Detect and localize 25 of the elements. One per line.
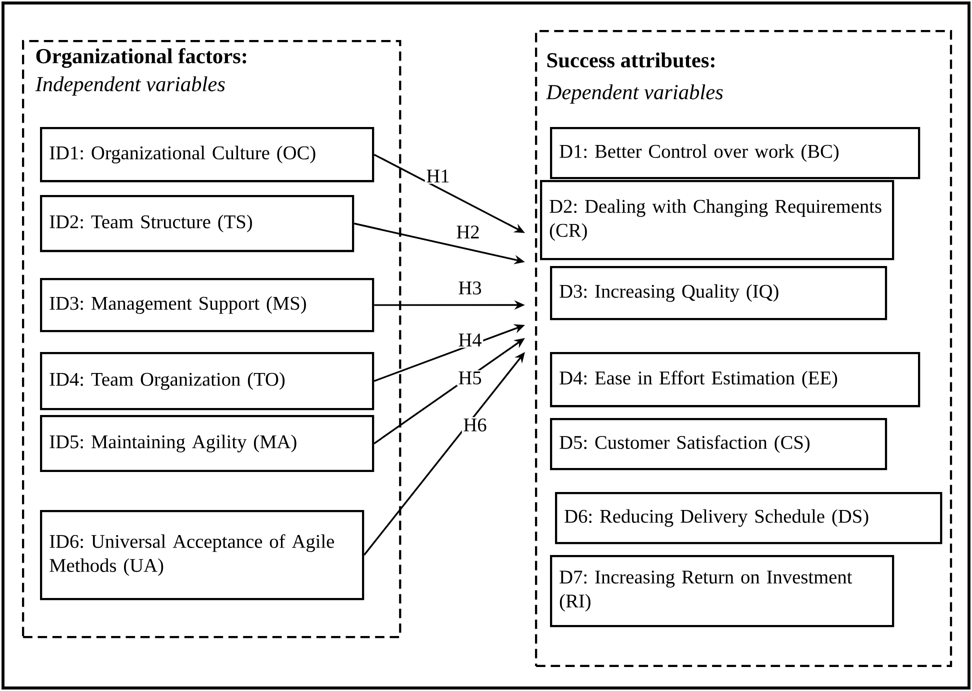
- variable-box: D5: Customer Satisfaction (CS): [550, 418, 888, 470]
- variable-box: ID1: Organizational Culture (OC): [40, 127, 374, 182]
- variable-box: ID4: Team Organization (TO): [40, 352, 374, 410]
- variable-box: D2: Dealing with Changing Requirements (CR): [540, 180, 894, 260]
- variable-box: D3: Increasing Quality (IQ): [550, 266, 888, 320]
- variable-box: ID6: Universal Acceptance of Agile Methods (UA): [40, 510, 364, 600]
- group-subheading: Independent variables: [35, 76, 225, 96]
- variable-box: D1: Better Control over work (BC): [550, 127, 920, 180]
- variable-box: D6: Reducing Delivery Schedule (DS): [555, 492, 942, 544]
- edge-label: H2: [454, 224, 482, 240]
- variable-box: D7: Increasing Return on Investment (RI): [550, 555, 894, 628]
- group-subheading: Dependent variables: [546, 84, 723, 104]
- variable-box: ID3: Management Support (MS): [40, 278, 374, 332]
- group-heading: Organizational factors:: [36, 48, 246, 68]
- edge-label: H6: [462, 417, 488, 433]
- edge-label: H4: [456, 332, 484, 348]
- dashed-group-box: [535, 30, 952, 668]
- variable-box: D4: Ease in Effort Estimation (EE): [550, 352, 920, 408]
- edge-label: H1: [424, 168, 452, 184]
- dashed-group-box: [22, 40, 402, 638]
- variable-box: ID2: Team Structure (TS): [40, 195, 354, 252]
- group-heading: Success attributes:: [547, 52, 714, 68]
- edge-label: H3: [456, 280, 484, 296]
- variable-box: ID5: Maintaining Agility (MA): [40, 415, 374, 472]
- edge-label: H5: [456, 370, 484, 386]
